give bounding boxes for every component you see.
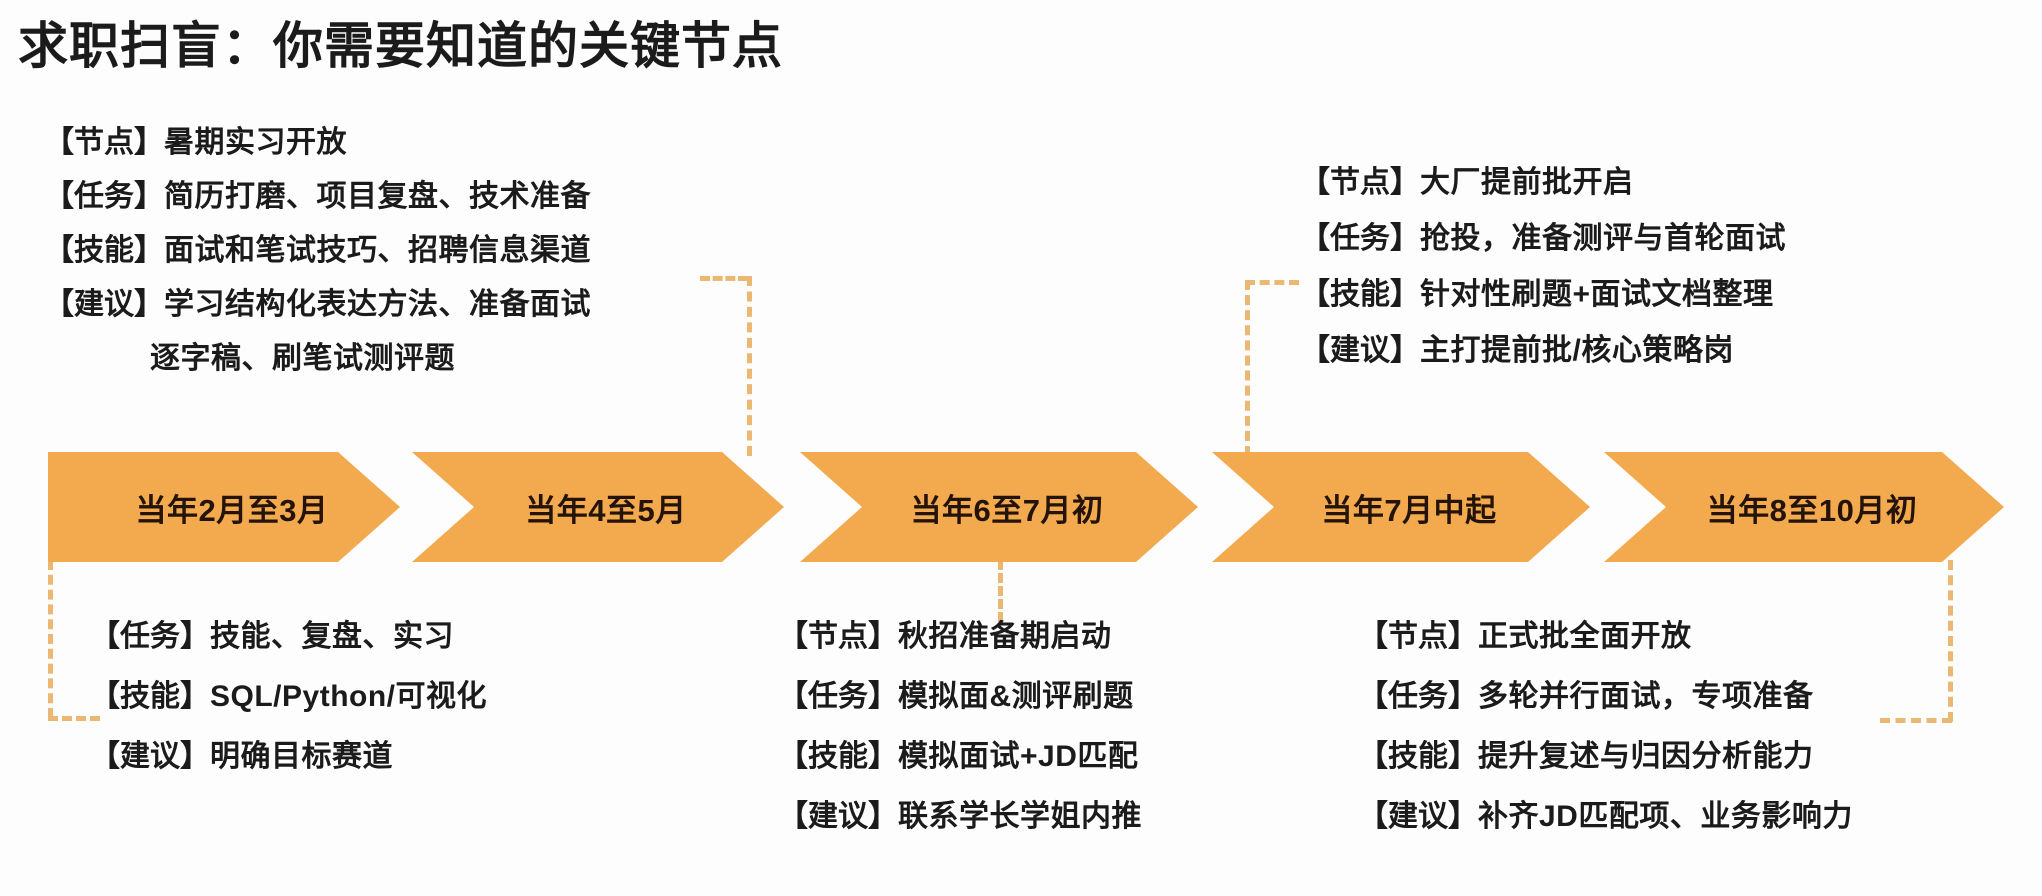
info-body: 多轮并行面试，专项准备 (1478, 680, 1814, 713)
info-body: 针对性刷题+面试文档整理 (1420, 278, 1774, 311)
page-title: 求职扫盲：你需要知道的关键节点 (18, 18, 783, 74)
timeline-stage-label: 当年6至7月初 (910, 492, 1104, 528)
info-tag: 【建议】 (778, 800, 898, 833)
info-tag: 【建议】 (1300, 334, 1420, 367)
info-line: 【节点】暑期实习开放 (44, 128, 591, 158)
connector-bottom-right-horizontal (1880, 718, 1952, 723)
connector-top-right-vertical (1245, 280, 1250, 456)
info-body: 大厂提前批开启 (1420, 166, 1634, 199)
timeline-stage-label: 当年7月中起 (1321, 492, 1497, 528)
info-line: 【节点】大厂提前批开启 (1300, 168, 1786, 198)
info-body: SQL/Python/可视化 (210, 680, 487, 713)
info-line: 【技能】提升复述与归因分析能力 (1358, 742, 1853, 772)
info-line-continuation: 逐字稿、刷笔试测评题 (44, 344, 591, 374)
info-line: 【任务】多轮并行面试，专项准备 (1358, 682, 1853, 712)
info-line: 【技能】面试和笔试技巧、招聘信息渠道 (44, 236, 591, 266)
info-line: 【任务】简历打磨、项目复盘、技术准备 (44, 182, 591, 212)
info-tag: 【技能】 (1358, 740, 1478, 773)
info-tag: 【任务】 (44, 180, 164, 213)
info-block-top-left: 【节点】暑期实习开放 【任务】简历打磨、项目复盘、技术准备 【技能】面试和笔试技… (44, 128, 591, 398)
connector-bottom-left-vertical (48, 560, 53, 718)
info-body: 模拟面&测评刷题 (898, 680, 1134, 713)
info-block-top-right: 【节点】大厂提前批开启 【任务】抢投，准备测评与首轮面试 【技能】针对性刷题+面… (1300, 168, 1786, 392)
info-tag: 【节点】 (44, 126, 164, 159)
info-tag: 【节点】 (1358, 620, 1478, 653)
info-line: 【建议】明确目标赛道 (90, 742, 487, 772)
info-body: 面试和笔试技巧、招聘信息渠道 (164, 234, 591, 267)
info-line: 【节点】正式批全面开放 (1358, 622, 1853, 652)
info-line: 【任务】抢投，准备测评与首轮面试 (1300, 224, 1786, 254)
connector-top-left-vertical (747, 276, 752, 456)
connector-top-right-horizontal (1245, 280, 1299, 285)
info-tag: 【建议】 (90, 740, 210, 773)
info-tag: 【任务】 (90, 620, 210, 653)
timeline-stage-4[interactable]: 当年8至10月初 (1604, 452, 2004, 562)
info-body: 简历打磨、项目复盘、技术准备 (164, 180, 591, 213)
info-tag: 【任务】 (1358, 680, 1478, 713)
info-body: 逐字稿、刷笔试测评题 (150, 342, 455, 375)
info-tag: 【技能】 (1300, 278, 1420, 311)
info-block-bottom-right: 【节点】正式批全面开放 【任务】多轮并行面试，专项准备 【技能】提升复述与归因分… (1358, 622, 1853, 862)
info-tag: 【节点】 (1300, 166, 1420, 199)
info-line: 【技能】模拟面试+JD匹配 (778, 742, 1142, 772)
info-body: 明确目标赛道 (210, 740, 393, 773)
info-block-bottom-middle: 【节点】秋招准备期启动 【任务】模拟面&测评刷题 【技能】模拟面试+JD匹配 【… (778, 622, 1142, 862)
info-line: 【建议】补齐JD匹配项、业务影响力 (1358, 802, 1853, 832)
info-block-bottom-left: 【任务】技能、复盘、实习 【技能】SQL/Python/可视化 【建议】明确目标… (90, 622, 487, 802)
timeline-stage-label: 当年4至5月 (525, 492, 687, 528)
info-tag: 【技能】 (778, 740, 898, 773)
timeline-stage-3[interactable]: 当年7月中起 (1212, 452, 1590, 562)
info-body: 联系学长学姐内推 (898, 800, 1142, 833)
connector-bottom-middle-vertical (998, 560, 1003, 622)
info-line: 【技能】针对性刷题+面试文档整理 (1300, 280, 1786, 310)
info-body: 提升复述与归因分析能力 (1478, 740, 1814, 773)
info-line: 【建议】联系学长学姐内推 (778, 802, 1142, 832)
info-line: 【节点】秋招准备期启动 (778, 622, 1142, 652)
timeline-stage-label: 当年8至10月初 (1706, 492, 1918, 528)
timeline-chevron-row: 当年2月至3月 当年4至5月 当年6至7月初 当年7月中起 当年8至10月初 (0, 452, 2042, 568)
connector-bottom-left-horizontal (48, 716, 100, 721)
info-line: 【技能】SQL/Python/可视化 (90, 682, 487, 712)
info-line: 【建议】主打提前批/核心策略岗 (1300, 336, 1786, 366)
info-line: 【任务】技能、复盘、实习 (90, 622, 487, 652)
info-tag: 【建议】 (1358, 800, 1478, 833)
timeline-stage-label: 当年2月至3月 (135, 492, 329, 528)
info-tag: 【任务】 (1300, 222, 1420, 255)
timeline-stage-1[interactable]: 当年4至5月 (412, 452, 784, 562)
info-line: 【任务】模拟面&测评刷题 (778, 682, 1142, 712)
info-body: 暑期实习开放 (164, 126, 347, 159)
info-body: 学习结构化表达方法、准备面试 (164, 288, 591, 321)
timeline-stage-0[interactable]: 当年2月至3月 (48, 452, 400, 562)
info-body: 抢投，准备测评与首轮面试 (1420, 222, 1786, 255)
info-body: 秋招准备期启动 (898, 620, 1112, 653)
connector-bottom-right-vertical (1948, 560, 1953, 722)
info-tag: 【任务】 (778, 680, 898, 713)
info-body: 正式批全面开放 (1478, 620, 1692, 653)
info-body: 技能、复盘、实习 (210, 620, 454, 653)
info-tag: 【建议】 (44, 288, 164, 321)
info-body: 模拟面试+JD匹配 (898, 740, 1139, 773)
info-tag: 【技能】 (44, 234, 164, 267)
info-body: 补齐JD匹配项、业务影响力 (1478, 800, 1853, 833)
timeline-stage-2[interactable]: 当年6至7月初 (800, 452, 1198, 562)
info-body: 主打提前批/核心策略岗 (1420, 334, 1734, 367)
info-line: 【建议】学习结构化表达方法、准备面试 (44, 290, 591, 320)
info-tag: 【技能】 (90, 680, 210, 713)
info-tag: 【节点】 (778, 620, 898, 653)
connector-top-left-horizontal (700, 276, 748, 281)
